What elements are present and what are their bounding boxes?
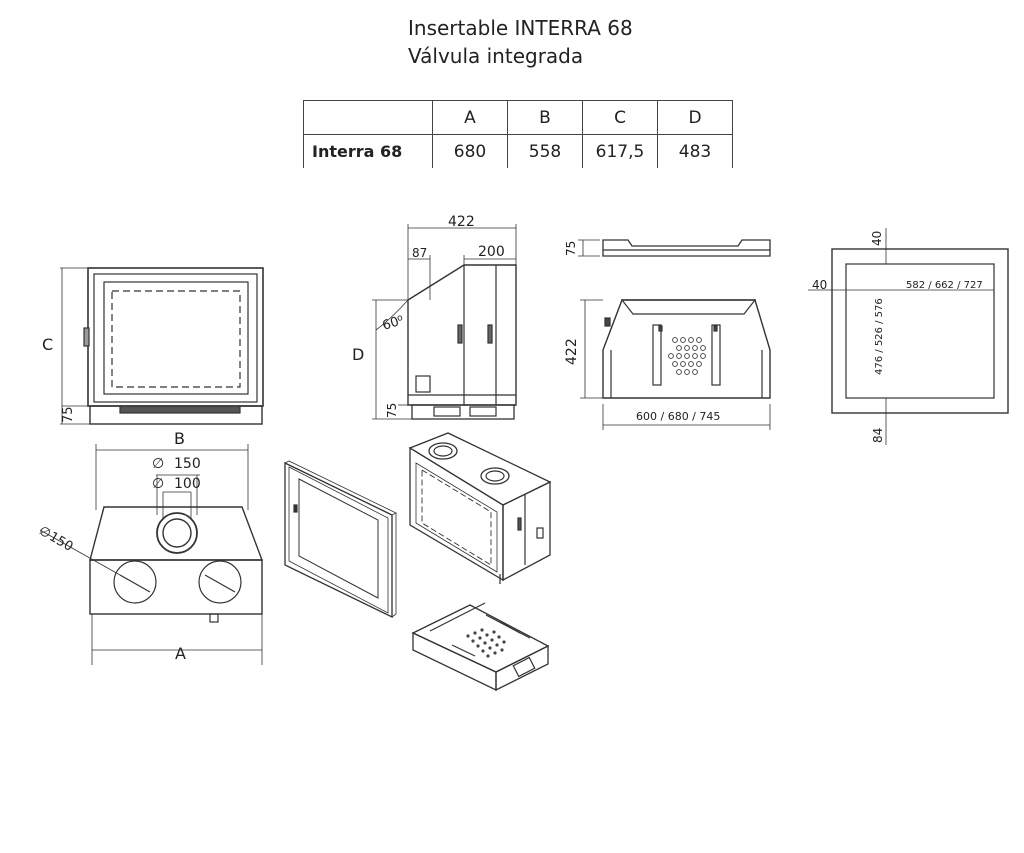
- top-d150-label: 150: [174, 456, 201, 472]
- frame-view: [808, 228, 1009, 445]
- top-a-label: A: [175, 644, 186, 663]
- degree-symbol: o: [396, 313, 405, 324]
- title-line-1: Insertable INTERRA 68: [408, 16, 633, 40]
- table-header-row: A B C D: [303, 100, 733, 135]
- front-75-label: 75: [61, 406, 76, 423]
- base-75-label: 75: [564, 241, 578, 256]
- isometric-face-frame: [284, 460, 397, 619]
- table-cell: 680: [432, 134, 508, 168]
- side-d-label: D: [352, 345, 364, 364]
- diameter-symbol: ∅: [152, 456, 164, 472]
- table-cell: 617,5: [582, 134, 658, 168]
- base-front-view: [580, 299, 771, 430]
- title-line-2: Válvula integrada: [408, 44, 584, 68]
- isometric-stove-body: [408, 432, 552, 584]
- table-header-cell: A: [432, 100, 508, 135]
- frame-40-top-label: 40: [870, 231, 884, 246]
- base-top-view: [578, 239, 771, 257]
- base-width-label: 600 / 680 / 745: [636, 410, 720, 423]
- top-d100-label: 100: [174, 476, 201, 492]
- frame-40-left-label: 40: [812, 278, 827, 292]
- top-d150-side-label: 150: [46, 529, 75, 554]
- diameter-symbol: ∅: [152, 476, 164, 492]
- table-cell: 558: [507, 134, 583, 168]
- frame-width-label: 582 / 662 / 727: [906, 280, 983, 291]
- table-cell: 483: [657, 134, 733, 168]
- frame-84-label: 84: [871, 428, 885, 443]
- isometric-base-tray: [411, 602, 550, 692]
- side-75-label: 75: [385, 403, 399, 418]
- frame-height-label: 476 / 526 / 576: [874, 298, 885, 375]
- tray-vent-holes: [466, 628, 506, 658]
- side-view: [372, 224, 517, 420]
- table-row: Interra 68 680 558 617,5 483: [303, 134, 733, 168]
- table-header-cell: [303, 100, 433, 135]
- base-422-label: 422: [564, 338, 580, 365]
- table-header-cell: B: [507, 100, 583, 135]
- table-header-cell: D: [657, 100, 733, 135]
- side-60-label: 60: [381, 314, 401, 333]
- front-view: [60, 267, 264, 425]
- top-b-label: B: [174, 429, 185, 448]
- table-row-label: Interra 68: [303, 134, 433, 168]
- side-87-label: 87: [412, 246, 427, 260]
- top-view: [39, 444, 264, 665]
- side-200-label: 200: [478, 244, 505, 260]
- front-c-label: C: [42, 335, 53, 354]
- base-vent-holes: [668, 337, 706, 375]
- dimensions-table: A B C D Interra 68 680 558 617,5 483: [303, 100, 733, 168]
- side-422-label: 422: [448, 214, 475, 230]
